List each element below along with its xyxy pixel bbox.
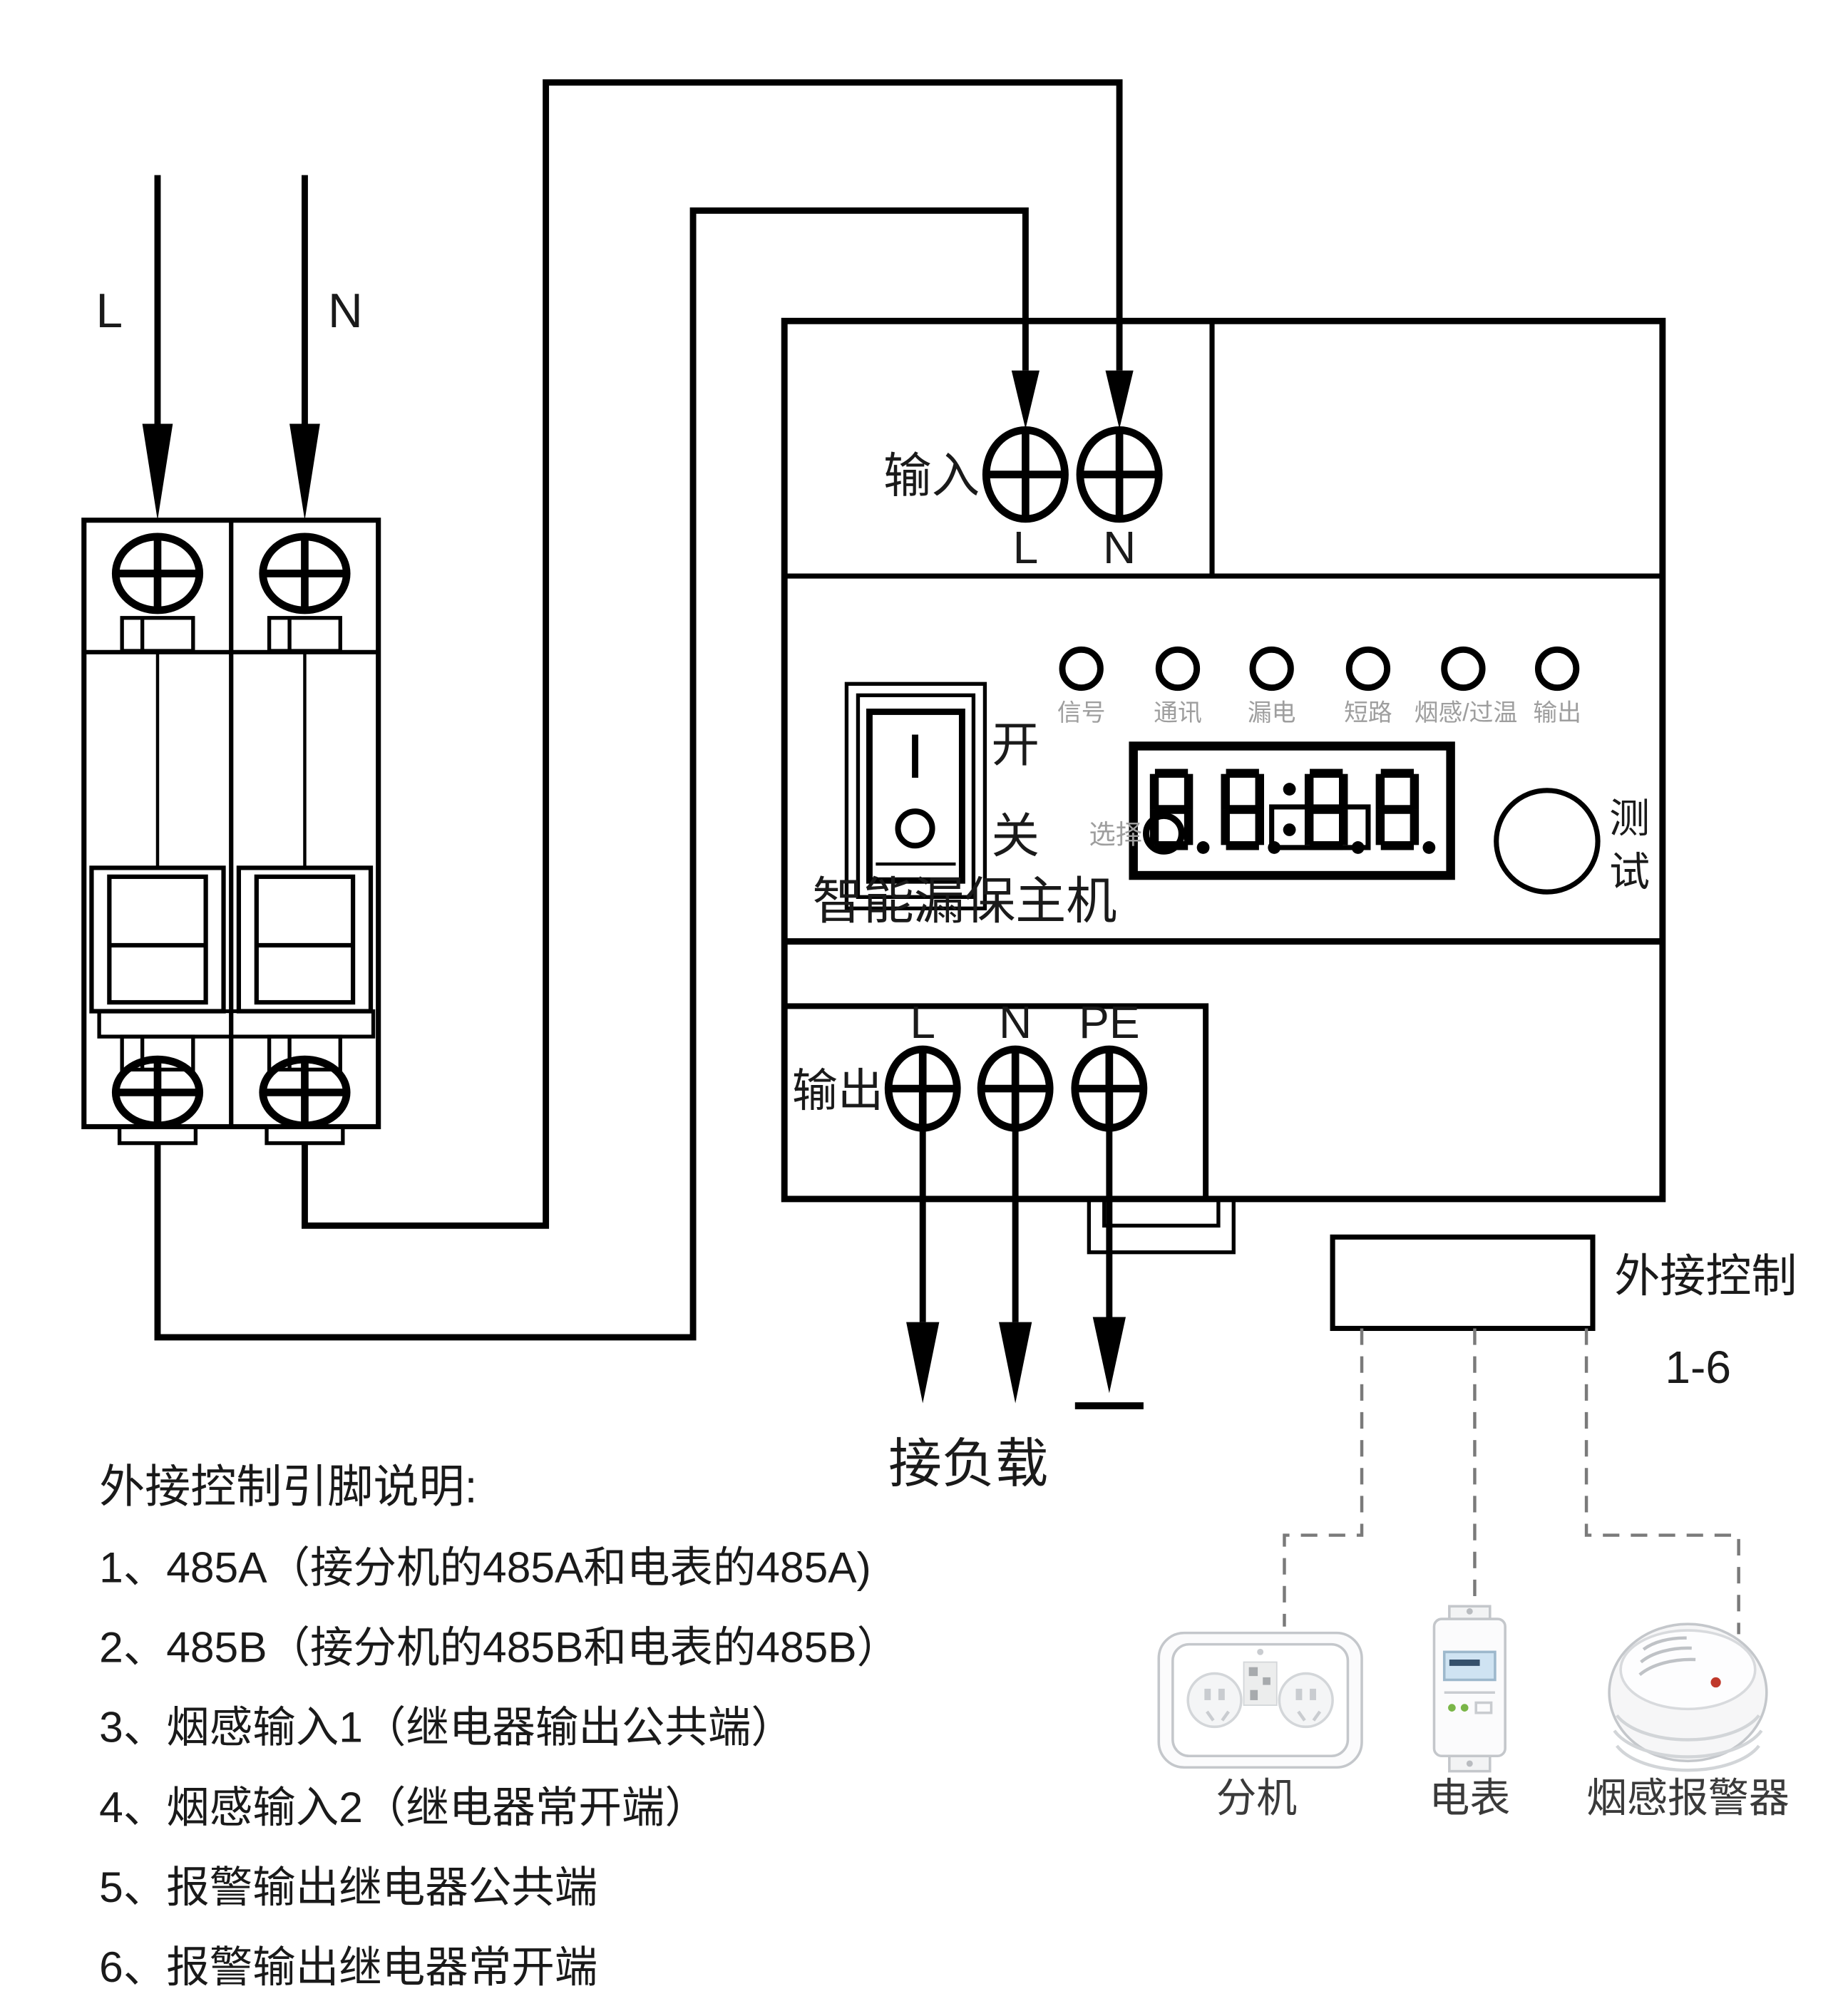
external-control-label: 外接控制 — [1614, 1250, 1797, 1302]
supply-l-arrowhead — [142, 423, 173, 520]
external-control-connector — [1330, 1234, 1596, 1332]
test-label-1: 测 — [1609, 796, 1650, 842]
output-block: 输出 L N PE — [781, 997, 1209, 1202]
test-label-2: 试 — [1609, 849, 1650, 895]
main-unit: 输入 L N 信号 通讯 漏电 短路 烟感/过温 输出 — [781, 317, 1666, 1255]
device-smoke-label: 烟感报警器 — [1586, 1776, 1790, 1821]
pin-notes-heading: 外接控制引脚说明: — [99, 1461, 477, 1512]
pin-note-6: 6、报警输出继电器常开端 — [99, 1943, 597, 1991]
pin-note-3: 3、烟感输入1（继电器输出公共端） — [99, 1703, 794, 1752]
input-terminal-l — [982, 426, 1069, 523]
output-terminal-pe-label: PE — [1079, 997, 1139, 1048]
select-label: 选择 — [1089, 820, 1142, 850]
input-terminal-l-label: L — [1013, 522, 1039, 573]
external-control-pins: 1-6 — [1665, 1342, 1731, 1393]
load-label: 接负载 — [888, 1434, 1048, 1493]
breaker-mechanism-l — [89, 865, 226, 1014]
device-meter-label: 电表 — [1429, 1776, 1510, 1821]
output-terminal-l-label: L — [910, 997, 935, 1048]
output-terminal-n — [977, 1045, 1054, 1132]
pin-note-4: 4、烟感输入2（继电器常开端） — [99, 1783, 708, 1831]
pin-note-5: 5、报警输出继电器公共端 — [99, 1863, 597, 1911]
led-row — [1059, 646, 1580, 691]
breaker-top-terminal-n — [259, 533, 351, 614]
breaker-crossbar — [97, 1009, 376, 1039]
dashed-link-smoke — [1584, 1328, 1740, 1635]
external-control: 外接控制 1-6 — [1283, 1234, 1797, 1635]
led-short-circuit — [1345, 646, 1391, 691]
load-l-arrowhead — [906, 1322, 940, 1404]
led-signal — [1059, 646, 1104, 691]
power-switch-rocker[interactable] — [866, 709, 965, 884]
wire-n-route — [302, 79, 1123, 1229]
pin-note-2: 2、485B（接分机的485B和电表的485B） — [99, 1623, 900, 1672]
output-terminal-l — [884, 1045, 961, 1132]
load-pe-arrowhead — [1092, 1317, 1126, 1394]
seven-segment-display — [1129, 741, 1455, 880]
circuit-breaker — [81, 518, 381, 1146]
breaker-mechanism-n — [236, 865, 374, 1014]
output-terminal-n-label: N — [999, 997, 1032, 1048]
input-terminal-n — [1076, 426, 1163, 523]
load-wires: 接负载 — [888, 1128, 1144, 1493]
breaker-bottom-terminal-n — [259, 1055, 351, 1130]
input-label: 输入 — [883, 450, 980, 503]
led-leakage-label: 漏电 — [1248, 699, 1296, 726]
input-terminal-n-label: N — [1103, 522, 1136, 573]
output-label: 输出 — [792, 1065, 883, 1116]
led-leakage — [1249, 646, 1294, 691]
switch-on-label: 开 — [991, 719, 1040, 772]
led-output — [1534, 646, 1580, 691]
supply-input: L N — [96, 175, 363, 520]
supply-n-label: N — [328, 284, 363, 338]
pin-note-1: 1、485A（接分机的485A和电表的485A) — [99, 1543, 871, 1591]
din-clip — [1087, 1197, 1236, 1255]
smoke-alarm-illustration — [1608, 1622, 1768, 1772]
jumper-slot — [1269, 804, 1371, 850]
switch-off-label: 关 — [991, 810, 1040, 863]
wire-n-arrowhead — [1105, 370, 1134, 429]
display-digit-1 — [1149, 768, 1194, 850]
unit-name: 智能漏保主机 — [812, 874, 1116, 930]
output-terminal-pe — [1071, 1045, 1148, 1132]
led-short-circuit-label: 短路 — [1344, 699, 1392, 726]
led-comm-label: 通讯 — [1154, 699, 1202, 726]
led-labels: 信号 通讯 漏电 短路 烟感/过温 输出 — [1057, 699, 1581, 726]
pin-notes: 外接控制引脚说明: 1、485A（接分机的485A和电表的485A) 2、485… — [99, 1461, 900, 1991]
load-n-arrowhead — [999, 1322, 1032, 1404]
breaker-top-terminal-l — [111, 533, 204, 614]
select-button[interactable] — [1143, 812, 1185, 855]
extension-socket-illustration — [1157, 1631, 1363, 1769]
supply-l-label: L — [96, 284, 123, 338]
led-smoke-overtemp-label: 烟感/过温 — [1415, 699, 1518, 726]
led-smoke-overtemp — [1441, 646, 1486, 691]
accessory-devices: 分机 电表 烟感报警器 — [1157, 1605, 1790, 1821]
breaker-bottom-terminal-l — [111, 1055, 204, 1130]
wire-l-route — [154, 207, 1029, 1341]
supply-n-arrowhead — [289, 423, 320, 520]
led-output-label: 输出 — [1533, 699, 1581, 726]
power-switch[interactable] — [844, 682, 987, 911]
display-digit-4 — [1375, 768, 1420, 850]
device-extension-label: 分机 — [1216, 1776, 1297, 1821]
dashed-link-extension — [1283, 1328, 1364, 1627]
routing-wires — [154, 79, 1134, 1341]
wire-l-arrowhead — [1011, 370, 1040, 429]
led-comm — [1155, 646, 1201, 691]
smoke-alarm-led — [1710, 1677, 1721, 1688]
display-digit-2 — [1221, 768, 1264, 850]
switch-off-mark — [895, 808, 935, 849]
led-signal-label: 信号 — [1057, 699, 1106, 726]
display-colon — [1283, 783, 1296, 796]
test-button[interactable] — [1494, 788, 1601, 895]
energy-meter-illustration — [1432, 1605, 1506, 1773]
